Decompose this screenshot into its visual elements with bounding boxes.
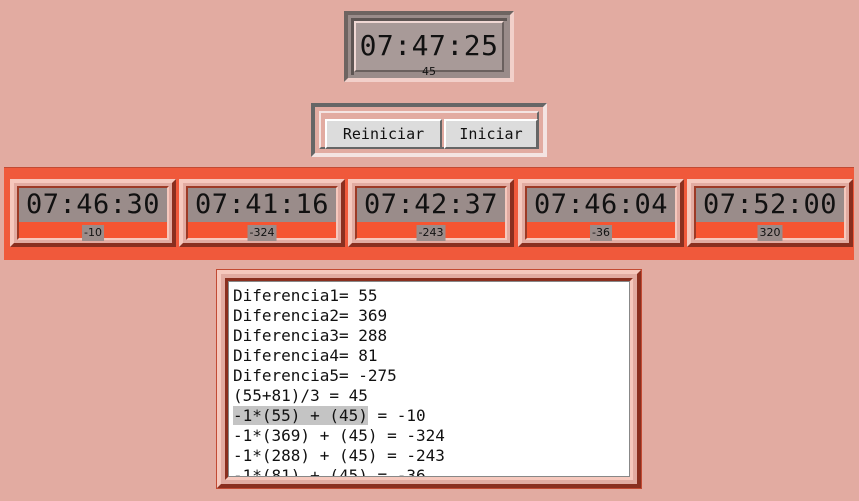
clock-2-face: 07:41:16 -324 xyxy=(186,186,338,241)
clock-1-face: 07:46:30 -10 xyxy=(17,186,169,241)
log-line: Diferencia4= 81 xyxy=(233,346,378,365)
log-line: (55+81)/3 = 45 xyxy=(233,386,368,405)
button-panel: Reiniciar Iniciar xyxy=(311,103,547,157)
log-line-remainder: = -10 xyxy=(367,406,426,425)
log-line: Diferencia2= 369 xyxy=(233,306,388,325)
main-clock: 07:47:25 45 xyxy=(344,11,514,82)
clock-4-diff: -36 xyxy=(590,225,612,241)
clock-2: 07:41:16 -324 xyxy=(179,179,345,247)
clock-3-face: 07:42:37 -243 xyxy=(355,186,507,241)
log-line: -1*(288) + (45) = -243 xyxy=(233,446,445,465)
clock-3-diff: -243 xyxy=(416,225,446,241)
selected-text: -1*(55) + (45) xyxy=(233,406,368,425)
log-line: -1*(369) + (45) = -324 xyxy=(233,426,445,445)
button-panel-inner: Reiniciar Iniciar xyxy=(319,111,539,149)
log-line-selected: -1*(55) + (45) = -10 xyxy=(233,406,629,426)
main-clock-face: 07:47:25 45 xyxy=(354,21,504,78)
clock-2-time: 07:41:16 xyxy=(188,188,336,222)
log-line: Diferencia3= 288 xyxy=(233,326,388,345)
clock-1-diff: -10 xyxy=(82,225,104,241)
clock-1: 07:46:30 -10 xyxy=(10,179,176,247)
clock-4-face: 07:46:04 -36 xyxy=(525,186,677,241)
clock-4: 07:46:04 -36 xyxy=(518,179,684,247)
reiniciar-button[interactable]: Reiniciar xyxy=(325,119,442,149)
log-panel-inner: Diferencia1= 55 Diferencia2= 369 Diferen… xyxy=(225,278,633,480)
iniciar-button[interactable]: Iniciar xyxy=(444,119,538,149)
log-line: Diferencia1= 55 xyxy=(233,286,378,305)
clock-5-time: 07:52:00 xyxy=(696,188,844,222)
clock-5-diff: 320 xyxy=(757,225,783,241)
log-panel: Diferencia1= 55 Diferencia2= 369 Diferen… xyxy=(217,270,641,488)
log-line: Diferencia5= -275 xyxy=(233,366,397,385)
main-clock-value: 45 xyxy=(422,65,436,78)
clock-2-diff: -324 xyxy=(247,225,277,241)
clock-3-time: 07:42:37 xyxy=(357,188,505,222)
main-clock-time: 07:47:25 xyxy=(359,29,499,62)
clock-5: 07:52:00 320 xyxy=(687,179,853,247)
clock-strip: 07:46:30 -10 07:41:16 -324 07:42:37 -243… xyxy=(4,167,854,260)
log-textarea[interactable]: Diferencia1= 55 Diferencia2= 369 Diferen… xyxy=(228,281,630,477)
clock-1-time: 07:46:30 xyxy=(19,188,167,222)
clock-5-face: 07:52:00 320 xyxy=(694,186,846,241)
clock-3: 07:42:37 -243 xyxy=(348,179,514,247)
log-line: -1*(81) + (45) = -36 xyxy=(233,466,426,477)
clock-4-time: 07:46:04 xyxy=(527,188,675,222)
